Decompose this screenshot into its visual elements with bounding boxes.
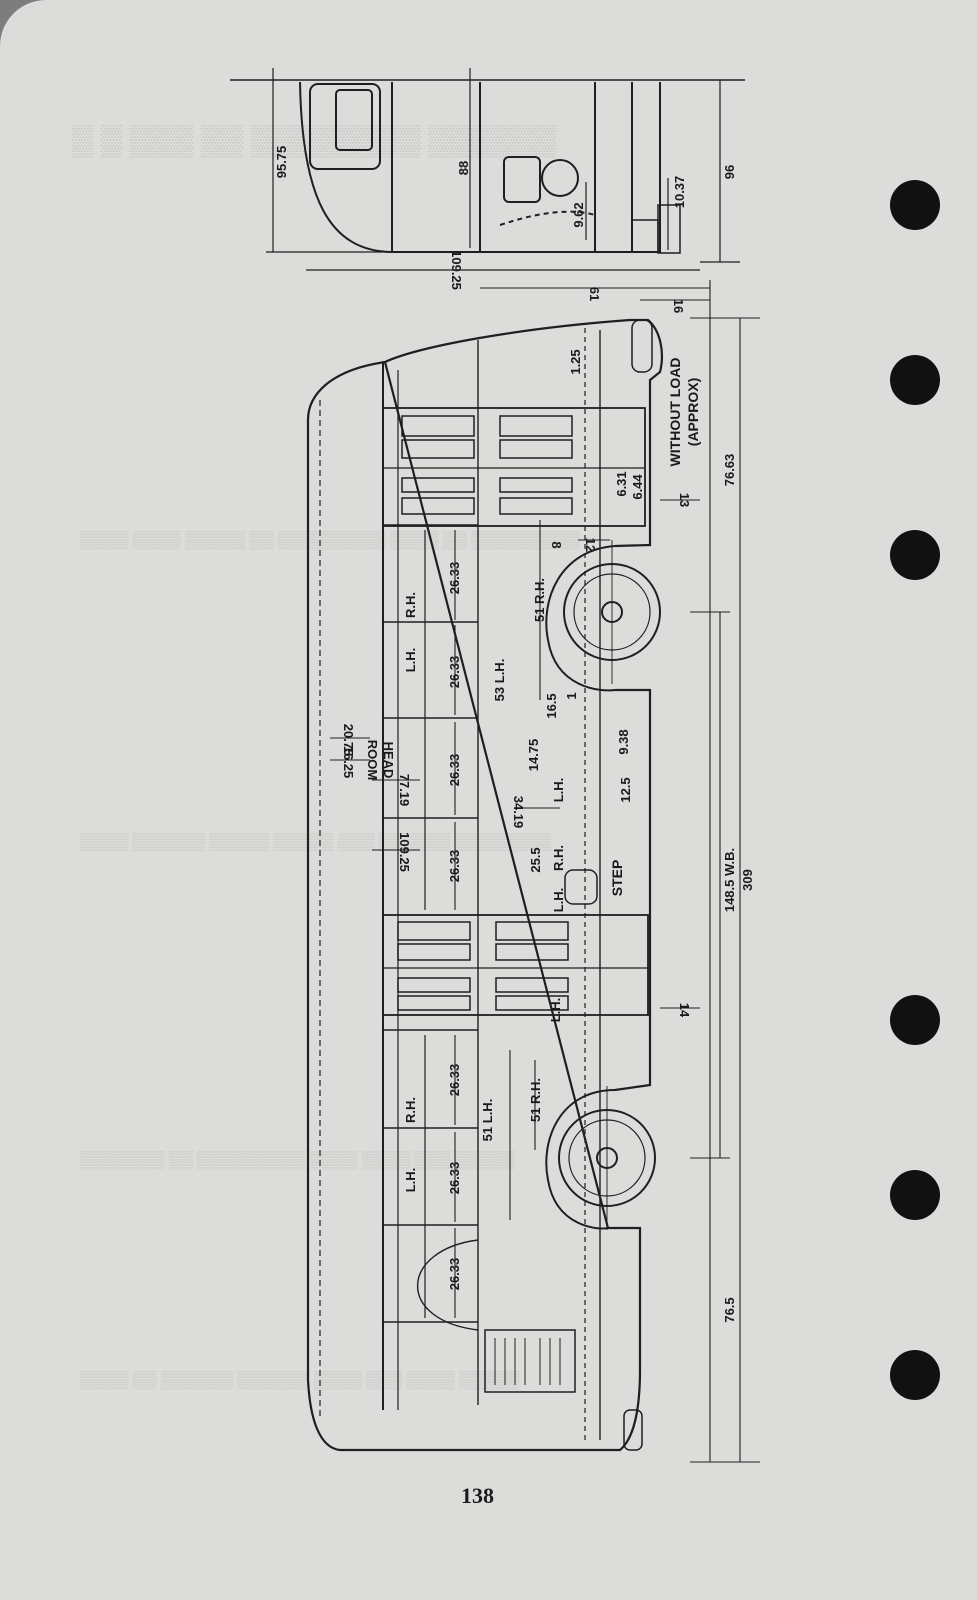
dim-88: 88 — [456, 161, 471, 175]
dim-16: 16 — [671, 299, 686, 313]
label-lh-mid: L.H. — [551, 778, 566, 803]
dim-51-rh-rear: 51 R.H. — [528, 1078, 543, 1122]
rear-wheel — [545, 1086, 656, 1230]
dim-6-31: 6.31 — [614, 471, 629, 496]
dim-95-75: 95.75 — [274, 146, 289, 179]
label-lh-front: L.H. — [403, 648, 418, 673]
dim-34-19: 34.19 — [511, 796, 526, 829]
label-rh-rear: R.H. — [403, 1097, 418, 1123]
binder-hole — [890, 355, 940, 405]
bleed-through-line: ▒ ▒ ▒▒▒ ▒▒ ▒▒▒▒▒▒▒▒ ▒▒▒▒▒▒ — [72, 124, 556, 157]
dim-16-25: 16.25 — [341, 746, 356, 779]
label-rh-front: R.H. — [403, 592, 418, 618]
label-approx: (APPROX) — [685, 378, 701, 446]
binder-hole — [890, 180, 940, 230]
dim-14: 14 — [677, 1003, 692, 1018]
dim-13: 13 — [677, 493, 692, 507]
dim-1: 1 — [564, 692, 579, 699]
label-lh-door: L.H. — [551, 888, 566, 913]
dim-76-5: 76.5 — [722, 1297, 737, 1322]
dim-309: 309 — [740, 869, 755, 891]
dim-10-37: 10.37 — [672, 176, 687, 209]
bleed-through-line: ▒▒▒▒ ▒▒▒▒▒▒ ▒▒▒▒▒ ▒▒▒▒▒ ▒▒▒ ▒▒▒▒▒▒ ▒▒▒▒▒… — [80, 832, 552, 851]
dim-26-33-d: 26.33 — [447, 850, 462, 883]
dim-26-33-b: 26.33 — [447, 656, 462, 689]
bleed-through-line: ▒▒▒▒ ▒▒ ▒▒▒▒▒▒ ▒▒▒▒▒▒ ▒▒▒▒ ▒▒▒ ▒▒▒▒ ▒▒▒▒… — [80, 1370, 520, 1389]
dim-26-33-f: 26.33 — [447, 1162, 462, 1195]
binder-hole — [890, 530, 940, 580]
dim-9-62: 9.62 — [571, 202, 586, 227]
dim-51-rh-front: 51 R.H. — [532, 578, 547, 622]
dim-51-lh-rear: 51 L.H. — [480, 1099, 495, 1142]
dim-109-25-top: 109.25 — [449, 250, 464, 290]
dim-14-75: 14.75 — [526, 739, 541, 772]
dim-26-33-e: 26.33 — [447, 1064, 462, 1097]
dim-61: 61 — [587, 287, 602, 301]
dim-148-5-wb: 148.5 W.B. — [722, 848, 737, 912]
binder-hole — [890, 995, 940, 1045]
dim-12-5: 12.5 — [618, 777, 633, 802]
dim-76-63: 76.63 — [722, 454, 737, 487]
dim-96: 96 — [722, 165, 737, 179]
side-view-body — [306, 318, 664, 1452]
binder-hole — [890, 1350, 940, 1400]
dim-25-5: 25.5 — [528, 847, 543, 872]
label-head: HEAD — [381, 742, 396, 779]
dim-8: 8 — [549, 541, 564, 548]
dim-6-44: 6.44 — [630, 474, 645, 500]
dim-12: 12 — [583, 538, 598, 552]
dim-77-19: 77.19 — [397, 774, 412, 807]
front-wheel — [545, 540, 661, 692]
bleed-through-line: ▒▒▒▒▒▒▒ ▒▒ ▒▒▒▒▒▒▒▒▒ ▒▒▒▒ ▒▒▒▒ ▒▒▒ ▒▒▒▒▒ — [80, 1150, 516, 1169]
dim-1-25: 1.25 — [568, 349, 583, 374]
rear-view-dimensions — [266, 68, 740, 271]
label-room: ROOM — [365, 740, 380, 780]
dim-20-75: 20.75 — [341, 724, 356, 757]
label-step: STEP — [609, 860, 625, 897]
label-rh-mid: R.H. — [551, 845, 566, 871]
page-number: 138 — [461, 1483, 494, 1508]
dim-26-33-a: 26.33 — [447, 562, 462, 595]
label-without-load: WITHOUT LOAD — [667, 358, 683, 467]
dim-109-25-mid: 109.25 — [397, 832, 412, 872]
side-dimension-lines — [330, 280, 760, 1463]
dim-26-33-c: 26.33 — [447, 754, 462, 787]
dim-53-lh: 53 L.H. — [492, 659, 507, 702]
label-lh-door-2: L.H. — [548, 998, 563, 1023]
binder-hole — [890, 1170, 940, 1220]
dim-26-33-g: 26.33 — [447, 1258, 462, 1291]
dim-9-38: 9.38 — [616, 729, 631, 754]
dim-16-5: 16.5 — [544, 693, 559, 718]
label-lh-rear: L.H. — [403, 1168, 418, 1193]
